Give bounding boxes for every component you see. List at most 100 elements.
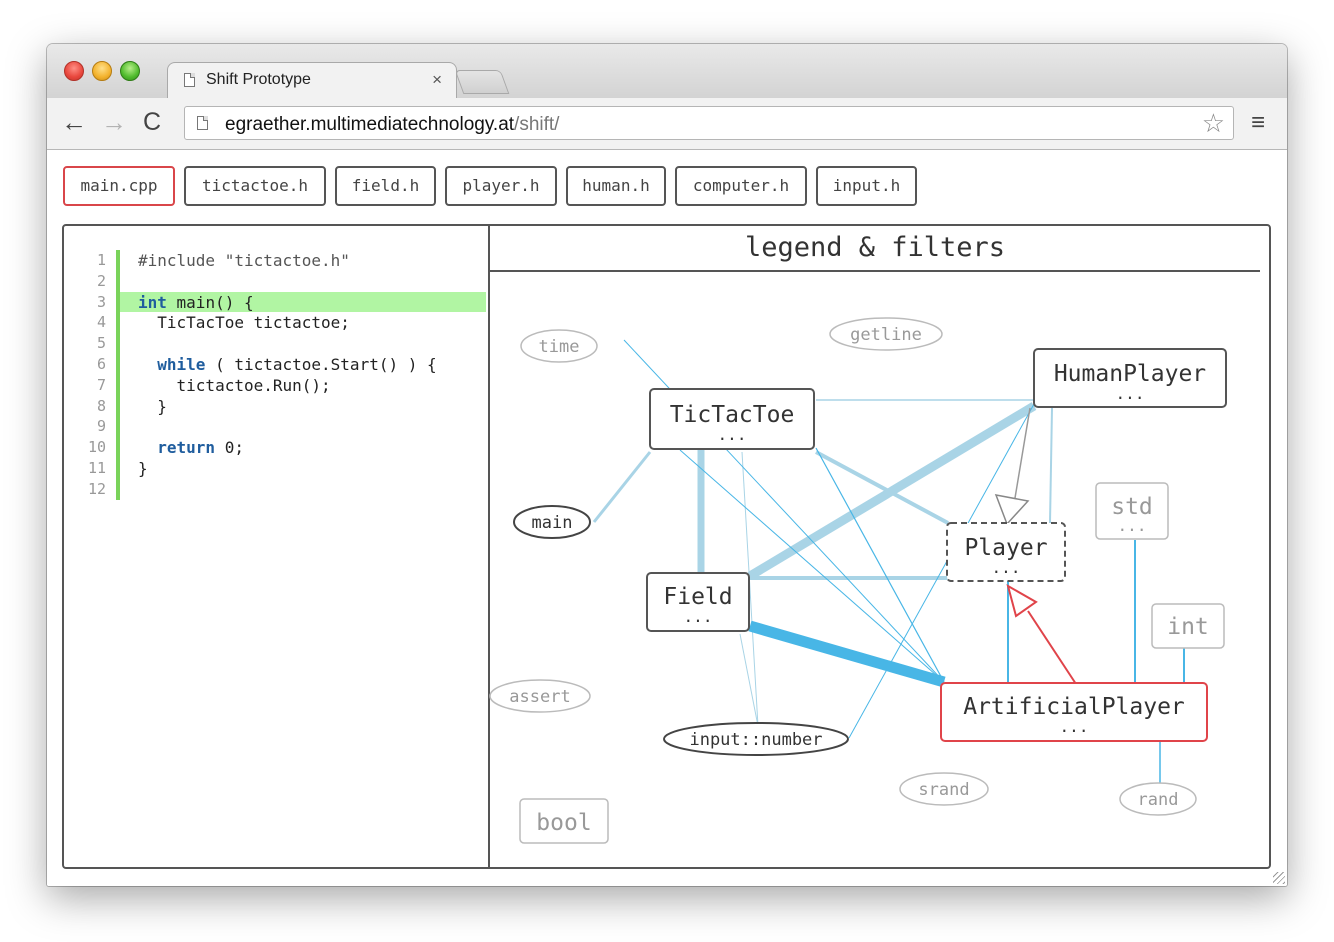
- function-assert[interactable]: assert: [489, 679, 591, 713]
- svg-text:...: ...: [1118, 516, 1147, 535]
- url-text[interactable]: egraether.multimediatechnology.at/shift/: [225, 114, 559, 136]
- code-text: #include "tictactoe.h": [138, 251, 350, 270]
- close-window-button[interactable]: [64, 61, 84, 81]
- svg-text:...: ...: [718, 425, 747, 444]
- file-tab-input-h[interactable]: input.h: [816, 166, 917, 206]
- class-player[interactable]: Player ...: [946, 522, 1066, 582]
- class-field[interactable]: Field ...: [646, 572, 750, 632]
- file-tab-player-h[interactable]: player.h: [445, 166, 557, 206]
- code-line: 6 while ( tictactoe.Start() ) {: [64, 354, 484, 375]
- code-text: int main() {: [138, 292, 254, 312]
- legend-filters-header[interactable]: legend & filters: [490, 226, 1260, 272]
- svg-text:rand: rand: [1138, 790, 1179, 810]
- function-rand[interactable]: rand: [1119, 782, 1197, 816]
- line-number: 8: [96, 396, 106, 415]
- line-number: 7: [96, 375, 106, 394]
- edge-field-artificialplayer: [748, 620, 946, 688]
- tab-close-icon[interactable]: ×: [432, 70, 442, 89]
- edge-tictactoe-artificialplayer-2: [815, 447, 945, 683]
- line-number: 2: [96, 271, 106, 290]
- browser-tab[interactable]: Shift Prototype ×: [167, 62, 457, 98]
- edge-tictactoe-main: [592, 451, 652, 523]
- line-number: 6: [96, 355, 106, 373]
- menu-icon[interactable]: ≡: [1251, 109, 1266, 136]
- line-number: 11: [87, 459, 106, 477]
- line-number: 9: [96, 417, 106, 436]
- dependency-graph: time getline main assert: [489, 317, 1227, 844]
- svg-text:main: main: [532, 513, 573, 533]
- line-number: 12: [87, 479, 106, 498]
- bookmark-star-icon[interactable]: ☆: [1201, 108, 1225, 138]
- code-text: return 0;: [157, 438, 244, 458]
- inheritance-arrowhead-artificial: [1006, 583, 1038, 618]
- code-line: 9: [64, 416, 484, 437]
- code-line: 5: [64, 333, 484, 354]
- tab-title: Shift Prototype: [206, 71, 311, 88]
- class-artificialplayer[interactable]: ArtificialPlayer ...: [940, 682, 1208, 742]
- inheritance-artificialplayer-player: [1027, 610, 1077, 685]
- svg-text:std: std: [1111, 494, 1153, 520]
- file-tab-field-h[interactable]: field.h: [335, 166, 436, 206]
- class-humanplayer[interactable]: HumanPlayer ...: [1033, 348, 1227, 408]
- tab-strip: Shift Prototype ×: [47, 44, 1287, 98]
- svg-text:...: ...: [1116, 384, 1145, 403]
- keyword: return: [157, 438, 216, 458]
- file-tab-computer-h[interactable]: computer.h: [675, 166, 807, 206]
- svg-text:TicTacToe: TicTacToe: [670, 402, 795, 428]
- code-line: 10 return 0;: [64, 437, 484, 458]
- code-line: 1 #include "tictactoe.h": [64, 250, 484, 271]
- function-srand[interactable]: srand: [899, 772, 989, 806]
- svg-text:...: ...: [992, 558, 1021, 577]
- file-tab-human-h[interactable]: human.h: [566, 166, 666, 206]
- pane-splitter[interactable]: [488, 226, 490, 867]
- code-line: 7 tictactoe.Run();: [64, 375, 484, 396]
- zoom-window-button[interactable]: [120, 61, 140, 81]
- code-text: }: [138, 459, 148, 478]
- function-getline[interactable]: getline: [829, 317, 943, 351]
- type-int[interactable]: int: [1151, 603, 1225, 649]
- highlighted-line: [120, 292, 486, 312]
- line-number: 1: [96, 251, 106, 269]
- type-bool[interactable]: bool: [519, 798, 609, 844]
- reload-icon[interactable]: C: [143, 108, 162, 136]
- line-number: 10: [87, 438, 106, 457]
- edge-tictactoe-player: [815, 450, 949, 525]
- forward-icon[interactable]: →: [101, 107, 127, 137]
- svg-text:getline: getline: [850, 325, 922, 345]
- code-line: 12: [64, 479, 484, 500]
- gutter-bar: [116, 250, 120, 500]
- svg-text:int: int: [1167, 614, 1209, 640]
- file-tab-tictactoe-h[interactable]: tictactoe.h: [184, 166, 326, 206]
- code-line: 2: [64, 271, 484, 292]
- new-tab-button[interactable]: [454, 70, 510, 94]
- back-icon[interactable]: ←: [61, 107, 87, 137]
- address-bar[interactable]: egraether.multimediatechnology.at/shift/…: [184, 106, 1234, 140]
- browser-window: Shift Prototype × ← → C egraether.multim…: [47, 44, 1287, 886]
- function-main[interactable]: main: [513, 505, 591, 539]
- page-icon: [197, 116, 208, 130]
- line-number: 4: [96, 313, 106, 332]
- class-tictactoe[interactable]: TicTacToe ...: [649, 388, 815, 450]
- namespace-std[interactable]: std ...: [1095, 482, 1169, 540]
- code-text: }: [138, 396, 167, 416]
- function-input-number[interactable]: input::number: [663, 722, 849, 756]
- edge-field-humanplayer: [747, 402, 1037, 580]
- code-text: while ( tictactoe.Start() ) {: [157, 355, 437, 374]
- edge-tictactoe-artificialplayer: [679, 449, 945, 683]
- svg-text:HumanPlayer: HumanPlayer: [1054, 361, 1206, 387]
- code-line: 11}: [64, 458, 484, 479]
- svg-text:...: ...: [1060, 717, 1089, 736]
- inheritance-humanplayer-player: [1013, 407, 1031, 505]
- resize-grip[interactable]: [1273, 872, 1285, 884]
- page-content: main.cpp tictactoe.h field.h player.h hu…: [47, 150, 1287, 886]
- edge-field-inputnumber: [739, 633, 759, 727]
- function-time[interactable]: time: [520, 329, 598, 363]
- file-tab-main-cpp[interactable]: main.cpp: [63, 166, 175, 206]
- minimize-window-button[interactable]: [92, 61, 112, 81]
- code-line: 4 TicTacToe tictactoe;: [64, 312, 484, 333]
- browser-toolbar: ← → C egraether.multimediatechnology.at/…: [47, 98, 1287, 150]
- svg-text:Field: Field: [663, 584, 732, 610]
- keyword: while: [157, 355, 206, 374]
